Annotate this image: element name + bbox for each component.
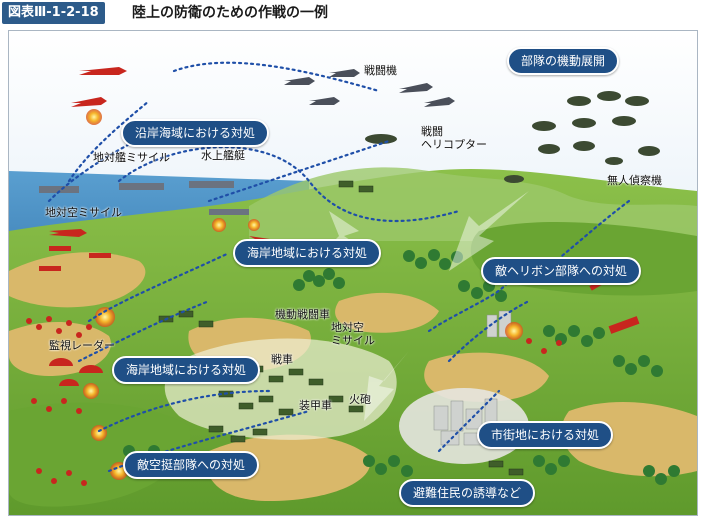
ships — [39, 181, 249, 215]
label-attack-heli: 戦闘 ヘリコプター — [421, 125, 487, 151]
sand-hill-5 — [561, 401, 697, 477]
callout-enemy-heliborne: 敵ヘリボン部隊への対処 — [481, 257, 642, 285]
figure-title: 陸上の防衛のための作戦の一例 — [132, 5, 328, 21]
label-aa-missile: 地対空ミサイル — [45, 206, 122, 219]
callout-coastal-area-2: 海岸地域における対処 — [112, 356, 261, 384]
callout-coastal-area-1: 海岸地域における対処 — [233, 239, 382, 267]
paratroopers — [49, 358, 103, 386]
label-surface-ship: 水上艦艇 — [201, 149, 245, 162]
sand-hill-2 — [335, 292, 439, 333]
callout-unit-mobility: 部隊の機動展開 — [507, 47, 620, 75]
label-tank: 戦車 — [271, 353, 293, 366]
callout-evacuation: 避難住民の誘導など — [399, 479, 536, 507]
explosions — [83, 109, 523, 480]
callout-coastal-sea: 沿岸海域における対処 — [121, 119, 270, 147]
label-radar: 監視レーダー — [49, 339, 115, 352]
label-artillery: 火砲 — [349, 393, 371, 406]
label-apc: 装甲車 — [299, 399, 332, 412]
figure-header: 図表Ⅲ-1-2-18 陸上の防衛のための作戦の一例 — [0, 0, 701, 28]
illustration-frame: 部隊の機動展開 沿岸海域における対処 海岸地域における対処 敵ヘリボン部隊への対… — [8, 30, 698, 516]
friendly-helicopters — [365, 91, 660, 183]
label-ship-missile: 地対艦ミサイル — [93, 151, 170, 164]
enemy-aircraft — [49, 67, 289, 247]
label-ifv: 機動戦闘車 — [275, 308, 330, 321]
label-uav: 無人偵察機 — [607, 174, 662, 187]
label-fighters: 戦闘機 — [364, 64, 397, 77]
far-hills — [249, 167, 697, 241]
beach-2 — [9, 321, 111, 376]
callout-urban-area: 市街地における対処 — [477, 421, 614, 449]
friendly-fighters — [284, 69, 455, 107]
callout-enemy-airborne: 敵空挺部隊への対処 — [123, 451, 260, 479]
figure-tag: 図表Ⅲ-1-2-18 — [2, 2, 105, 24]
label-sam-ground: 地対空 ミサイル — [331, 321, 375, 347]
